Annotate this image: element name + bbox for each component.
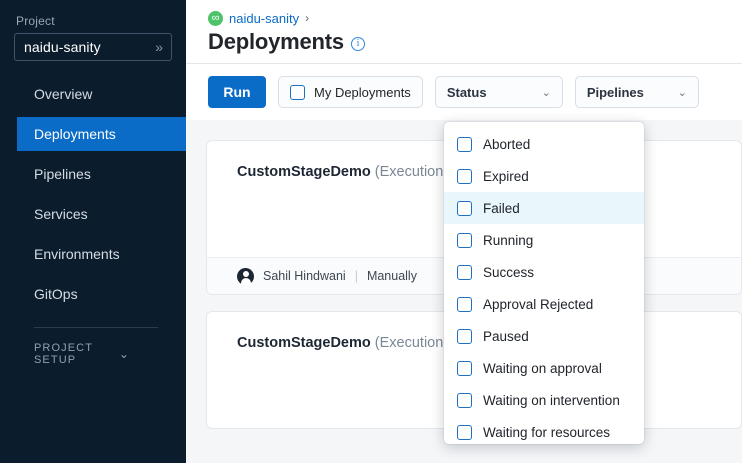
status-dropdown-label: Status	[446, 84, 487, 100]
sidebar-section-project-setup[interactable]: PROJECT SETUP ⌄	[0, 342, 152, 366]
my-deployments-checkbox[interactable]	[290, 84, 305, 100]
sidebar-item-services[interactable]: Services	[0, 197, 186, 231]
run-button[interactable]: Run	[208, 76, 266, 108]
sidebar-item-gitops[interactable]: GitOps	[0, 277, 186, 311]
status-option-label: Waiting for resources	[483, 424, 611, 440]
sidebar-item-overview[interactable]: Overview	[0, 77, 186, 111]
status-option-approval-rejected[interactable]: Approval Rejected	[444, 288, 644, 320]
page-title: Deployments	[208, 29, 344, 54]
breadcrumb: naidu-sanity ›	[208, 8, 742, 28]
sidebar-divider	[34, 327, 158, 328]
sidebar-item-label: Deployments	[34, 126, 116, 142]
sidebar-item-label: Pipelines	[34, 166, 91, 182]
project-name: naidu-sanity	[24, 39, 101, 55]
deployment-card-body: CustomStageDemo (Execution Id	[207, 141, 741, 257]
sidebar-item-label: GitOps	[34, 286, 78, 302]
sidebar: Project naidu-sanity » Overview Deployme…	[0, 0, 186, 463]
status-checkbox[interactable]	[457, 296, 472, 312]
status-option-label: Running	[483, 232, 534, 248]
breadcrumb-link-project[interactable]: naidu-sanity	[229, 10, 300, 26]
project-label: Project	[16, 14, 55, 28]
sidebar-item-label: Overview	[34, 86, 93, 102]
avatar	[237, 267, 254, 285]
deployment-title: CustomStageDemo (Execution Id	[237, 335, 741, 351]
status-option-label: Waiting on approval	[483, 360, 602, 376]
status-option-label: Waiting on intervention	[483, 392, 620, 408]
status-checkbox[interactable]	[457, 264, 472, 280]
my-deployments-label: My Deployments	[314, 84, 411, 100]
deployment-execution-id: (Execution Id	[374, 164, 460, 180]
chevron-down-icon: ⌄	[677, 86, 687, 99]
status-checkbox[interactable]	[457, 424, 472, 440]
status-option-waiting-on-intervention[interactable]: Waiting on intervention	[444, 384, 644, 416]
status-option-label: Aborted	[483, 136, 531, 152]
status-option-label: Paused	[483, 328, 529, 344]
deployment-title: CustomStageDemo (Execution Id	[237, 164, 741, 180]
sidebar-item-pipelines[interactable]: Pipelines	[0, 157, 186, 191]
status-option-label: Approval Rejected	[483, 296, 594, 312]
sidebar-item-label: Environments	[34, 246, 120, 262]
status-option-waiting-on-approval[interactable]: Waiting on approval	[444, 352, 644, 384]
status-option-aborted[interactable]: Aborted	[444, 128, 644, 160]
footer-separator: |	[354, 269, 358, 283]
breadcrumb-separator: ›	[305, 11, 310, 25]
sidebar-item-label: Services	[34, 206, 88, 222]
status-checkbox[interactable]	[457, 392, 472, 408]
deployment-user: Sahil Hindwani	[263, 269, 346, 283]
harness-logo-icon	[208, 8, 223, 28]
deployment-trigger: Manually	[366, 269, 417, 283]
my-deployments-filter[interactable]: My Deployments	[278, 76, 423, 108]
chevron-down-icon: ⌄	[541, 86, 551, 99]
project-selector[interactable]: naidu-sanity »	[14, 33, 172, 61]
status-option-label: Success	[483, 264, 535, 280]
pipelines-dropdown-button[interactable]: Pipelines ⌄	[574, 76, 699, 108]
status-option-label: Expired	[483, 168, 529, 184]
chevron-down-icon: ⌄	[118, 347, 130, 361]
status-checkbox[interactable]	[457, 200, 472, 216]
status-option-paused[interactable]: Paused	[444, 320, 644, 352]
sidebar-item-environments[interactable]: Environments	[0, 237, 186, 271]
status-checkbox[interactable]	[457, 136, 472, 152]
status-option-failed[interactable]: Failed	[444, 192, 644, 224]
deployment-execution-id: (Execution Id	[374, 335, 460, 351]
sidebar-section-label: PROJECT SETUP	[34, 342, 93, 366]
status-checkbox[interactable]	[457, 328, 472, 344]
status-dropdown-menu: Aborted Expired Failed Running Success A…	[444, 122, 644, 444]
status-checkbox[interactable]	[457, 232, 472, 248]
pipelines-dropdown-label: Pipelines	[586, 84, 644, 100]
toolbar: Run My Deployments Status ⌄ Pipelines ⌄	[186, 64, 742, 120]
deployment-name: CustomStageDemo	[237, 335, 371, 351]
status-dropdown-button[interactable]: Status ⌄	[434, 76, 563, 108]
status-option-expired[interactable]: Expired	[444, 160, 644, 192]
status-checkbox[interactable]	[457, 360, 472, 376]
info-icon[interactable]: i	[350, 36, 365, 51]
status-option-success[interactable]: Success	[444, 256, 644, 288]
status-option-running[interactable]: Running	[444, 224, 644, 256]
title-row: Deployments i	[208, 29, 742, 55]
page-header: naidu-sanity › Deployments i	[186, 0, 742, 64]
expand-chevron-icon: »	[155, 39, 163, 55]
deployment-card-body: CustomStageDemo (Execution Id	[207, 312, 741, 428]
status-option-waiting-for-resources[interactable]: Waiting for resources	[444, 416, 644, 444]
status-option-label: Failed	[483, 200, 520, 216]
status-checkbox[interactable]	[457, 168, 472, 184]
deployment-name: CustomStageDemo	[237, 164, 371, 180]
sidebar-nav: Overview Deployments Pipelines Services …	[0, 77, 186, 311]
sidebar-item-deployments[interactable]: Deployments	[0, 117, 186, 151]
